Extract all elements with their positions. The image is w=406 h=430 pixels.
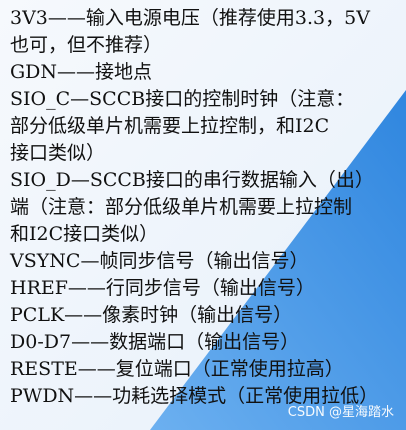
text-line: 端（注意：部分低级单片机需要上拉控制: [10, 196, 353, 218]
text-line: RESTE——复位端口（正常使用拉高）: [10, 358, 344, 380]
text-line: HREF——行同步信号（输出信号）: [10, 277, 315, 299]
text-line: SIO_C—SCCB接口的控制时钟（注意：: [10, 88, 355, 110]
text-line: VSYNC—帧同步信号（输出信号）: [10, 250, 309, 272]
text-line: PCLK——像素时钟（输出信号）: [10, 304, 293, 326]
csdn-watermark: CSDN @星海踏水: [287, 405, 394, 420]
text-line: 和I2C接口类似）: [10, 223, 159, 245]
text-line: GDN——接地点: [10, 61, 153, 83]
text-line: D0-D7——数据端口（输出信号）: [10, 331, 300, 353]
text-line: SIO_D—SCCB接口的串行数据输入（出）: [10, 169, 374, 191]
text-line: 3V3——输入电源电压（推荐使用3.3，5V: [10, 7, 370, 29]
text-line: 部分低级单片机需要上拉控制，和I2C: [10, 115, 330, 137]
text-line: 接口类似）: [10, 142, 106, 164]
text-line: 也可，但不推荐）: [10, 34, 163, 56]
text-line: PWDN——功耗选择模式（正常使用拉低）: [10, 385, 379, 407]
